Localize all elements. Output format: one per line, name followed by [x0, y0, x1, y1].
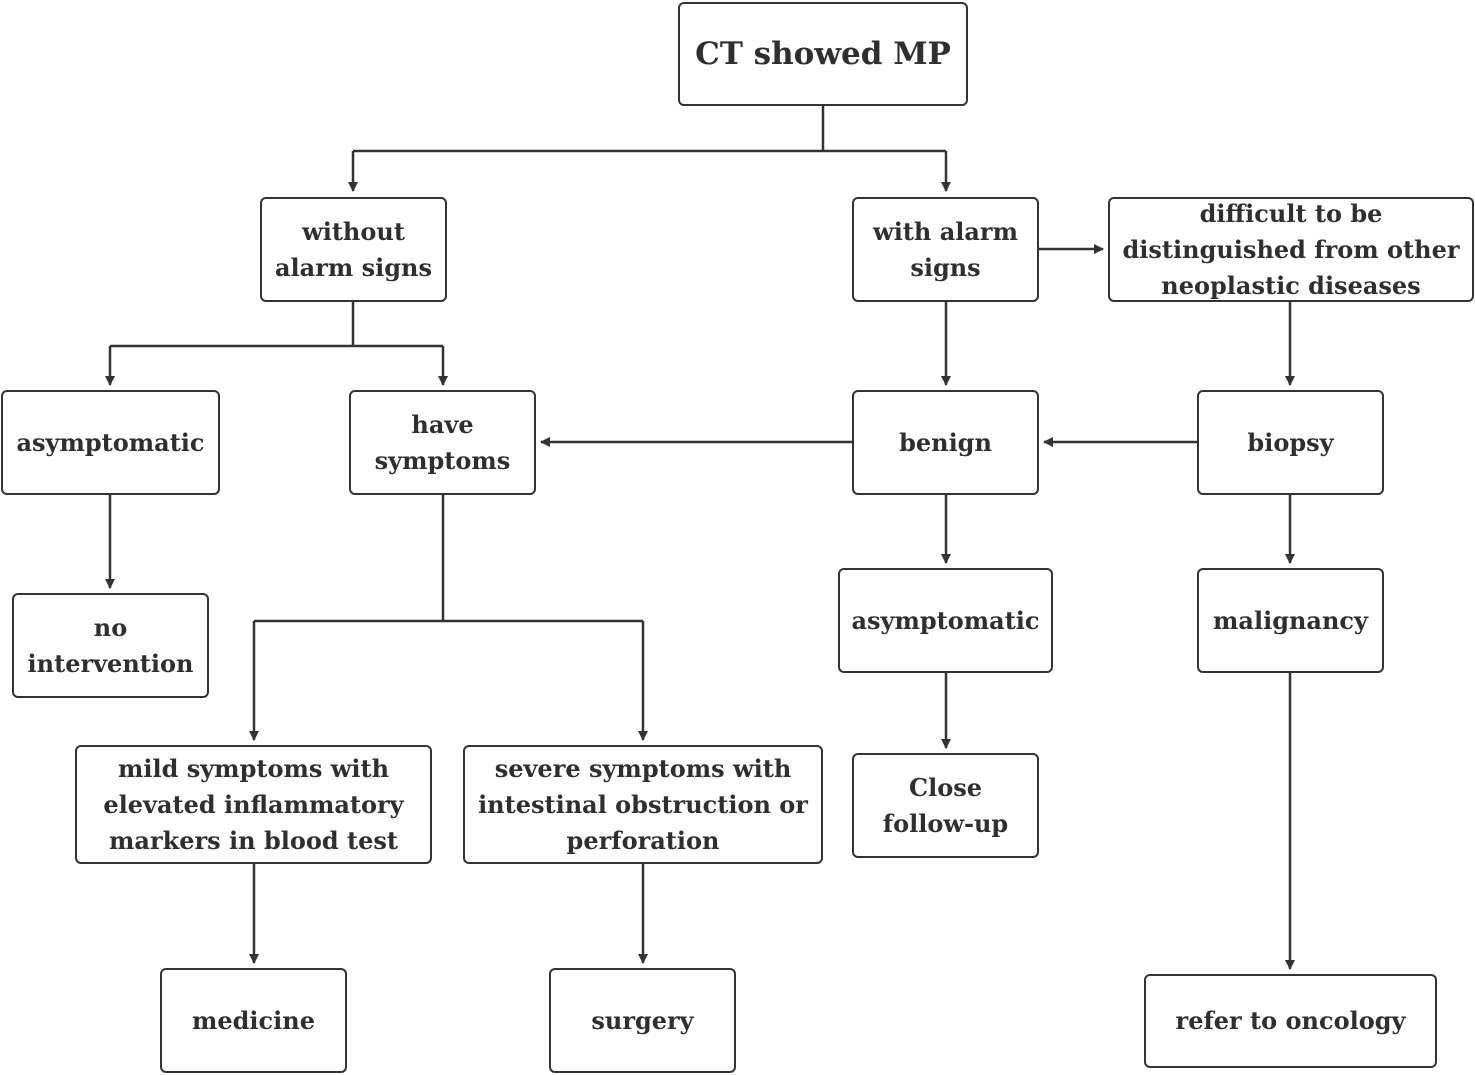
node-medicine-label: medicine [191, 1005, 315, 1035]
node-difficult-to-distinguish: difficult to be distinguished from other… [1108, 197, 1474, 302]
connector-without-alarm-split [110, 302, 443, 348]
node-asymptomatic-left-label: asymptomatic [16, 427, 205, 457]
node-surgery-label: surgery [591, 1005, 694, 1035]
node-medicine: medicine [160, 968, 347, 1073]
node-asymptomatic-right-label: asymptomatic [851, 605, 1040, 635]
node-without-alarm-signs-label: without alarm signs [275, 216, 432, 282]
node-biopsy: biopsy [1197, 390, 1384, 495]
connector-have-symptoms-split [254, 495, 643, 623]
node-refer-to-oncology: refer to oncology [1144, 974, 1437, 1068]
node-ct-showed-mp-label: CT showed MP [695, 36, 951, 72]
node-biopsy-label: biopsy [1247, 427, 1334, 457]
node-refer-to-oncology-label: refer to oncology [1175, 1006, 1406, 1035]
node-benign: benign [852, 390, 1039, 495]
node-difficult-to-distinguish-label: difficult to be distinguished from other… [1122, 198, 1460, 300]
node-no-intervention-label: no intervention [27, 612, 194, 678]
node-severe-symptoms: severe symptoms with intestinal obstruct… [463, 745, 823, 864]
node-asymptomatic-left: asymptomatic [1, 390, 220, 495]
node-close-follow-up: Close follow-up [852, 753, 1039, 858]
node-close-follow-up-label: Close follow-up [882, 772, 1009, 838]
node-with-alarm-signs: with alarm signs [852, 197, 1039, 302]
node-asymptomatic-right: asymptomatic [838, 568, 1053, 673]
node-have-symptoms: have symptoms [349, 390, 536, 495]
connector-root-split [353, 106, 946, 153]
node-ct-showed-mp: CT showed MP [678, 2, 968, 106]
node-with-alarm-signs-label: with alarm signs [873, 216, 1018, 282]
node-mild-symptoms: mild symptoms with elevated inflammatory… [75, 745, 432, 864]
node-no-intervention: no intervention [12, 593, 209, 698]
node-without-alarm-signs: without alarm signs [260, 197, 447, 302]
node-surgery: surgery [549, 968, 736, 1073]
node-malignancy: malignancy [1197, 568, 1384, 673]
node-benign-label: benign [899, 427, 992, 457]
node-severe-symptoms-label: severe symptoms with intestinal obstruct… [478, 753, 808, 855]
node-mild-symptoms-label: mild symptoms with elevated inflammatory… [103, 753, 404, 855]
node-malignancy-label: malignancy [1213, 605, 1368, 635]
node-have-symptoms-label: have symptoms [374, 409, 511, 475]
